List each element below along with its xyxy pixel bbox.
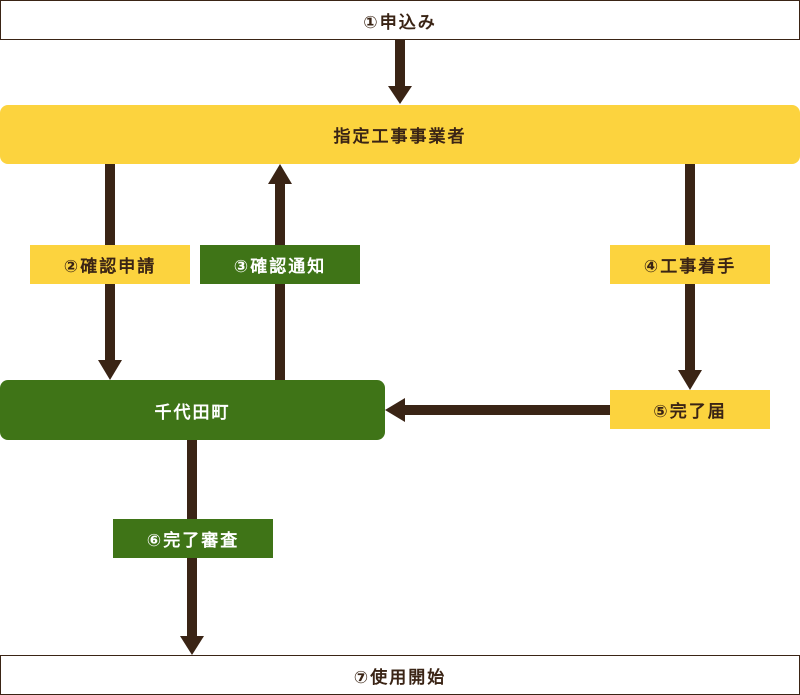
- node-contractor: 指定工事事業者: [0, 105, 800, 164]
- label-confirm-request: ②確認申請: [30, 245, 190, 284]
- node-application: ①申込み: [0, 0, 800, 40]
- label-confirm-notice: ③確認通知: [200, 245, 360, 284]
- label-construction-start: ④工事着手: [610, 245, 770, 284]
- arrow-application-to-contractor-head: [388, 86, 412, 104]
- arrow-confirm-notice-head: [268, 164, 292, 184]
- label-completion-inspection: ⑥完了審査: [113, 519, 273, 558]
- arrow-completion-inspection-head: [180, 636, 204, 655]
- node-town: 千代田町: [0, 380, 385, 440]
- node-start-use: ⑦使用開始: [0, 655, 800, 695]
- label-completion-report: ⑤完了届: [610, 390, 770, 429]
- arrow-completion-report: [405, 405, 610, 415]
- arrow-confirm-request-head: [98, 360, 122, 380]
- arrow-completion-report-head: [385, 398, 405, 422]
- arrow-construction-start-head: [678, 370, 702, 390]
- arrow-application-to-contractor: [395, 40, 405, 86]
